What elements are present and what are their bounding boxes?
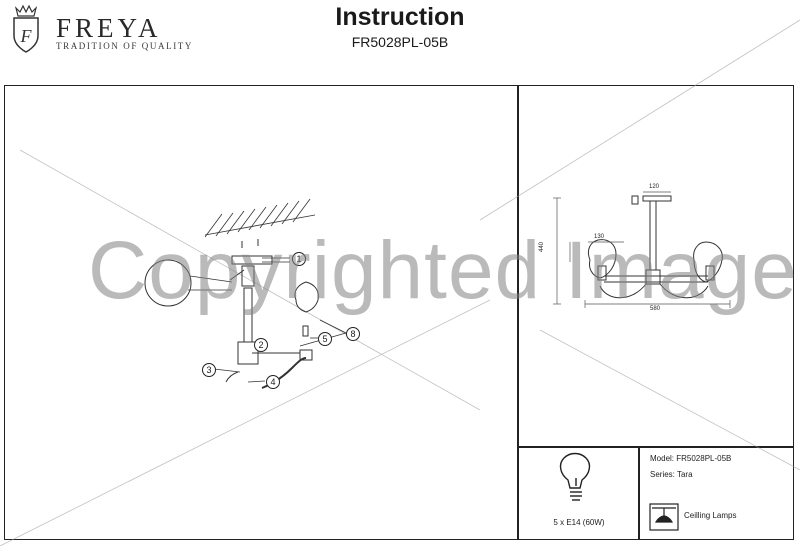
bulb-part [302, 325, 309, 337]
panel-divider-vertical [517, 85, 519, 540]
crest-icon: F [13, 4, 39, 53]
page-subtitle: FR5028PL-05B [351, 34, 449, 50]
dim-top-width: 120 [649, 184, 660, 190]
callout-4: 4 [266, 375, 280, 389]
brand-name: FREYA [56, 13, 162, 43]
spec-bulb: 5 x E14 (60W) [553, 518, 605, 527]
watermark-text: Copyrighted Image [88, 225, 798, 316]
spec-category: Ceilling Lamps [684, 511, 737, 520]
callout-3: 3 [202, 363, 216, 377]
brand-logo: F FREYA TRADITION OF QUALITY [4, 2, 204, 58]
dim-shade-width: 130 [594, 234, 605, 240]
assembly-shade [294, 281, 319, 313]
bulb-icon [559, 452, 591, 501]
spec-divider-vertical [638, 446, 640, 540]
dimension-lines [553, 191, 731, 308]
spec-series: Series: Tara [650, 470, 693, 479]
ceiling-lamp-icon [649, 503, 679, 531]
callout-5: 5 [318, 332, 332, 346]
crest-letter: F [20, 26, 33, 46]
callout-1: 1 [292, 252, 306, 266]
watermark-lines [0, 19, 800, 546]
page-title: Instruction [335, 3, 465, 31]
detail-magnifier [144, 259, 192, 307]
callout-8: 8 [346, 327, 360, 341]
brand-tagline: TRADITION OF QUALITY [56, 41, 193, 51]
instruction-frame [4, 85, 794, 540]
callout-2: 2 [254, 338, 268, 352]
spec-divider-horizontal [517, 446, 794, 448]
spec-model: Model: FR5028PL-05B [650, 454, 732, 463]
ceiling-hatch [204, 198, 316, 238]
dimension-drawing [587, 195, 723, 299]
dim-total-width: 580 [650, 306, 661, 312]
